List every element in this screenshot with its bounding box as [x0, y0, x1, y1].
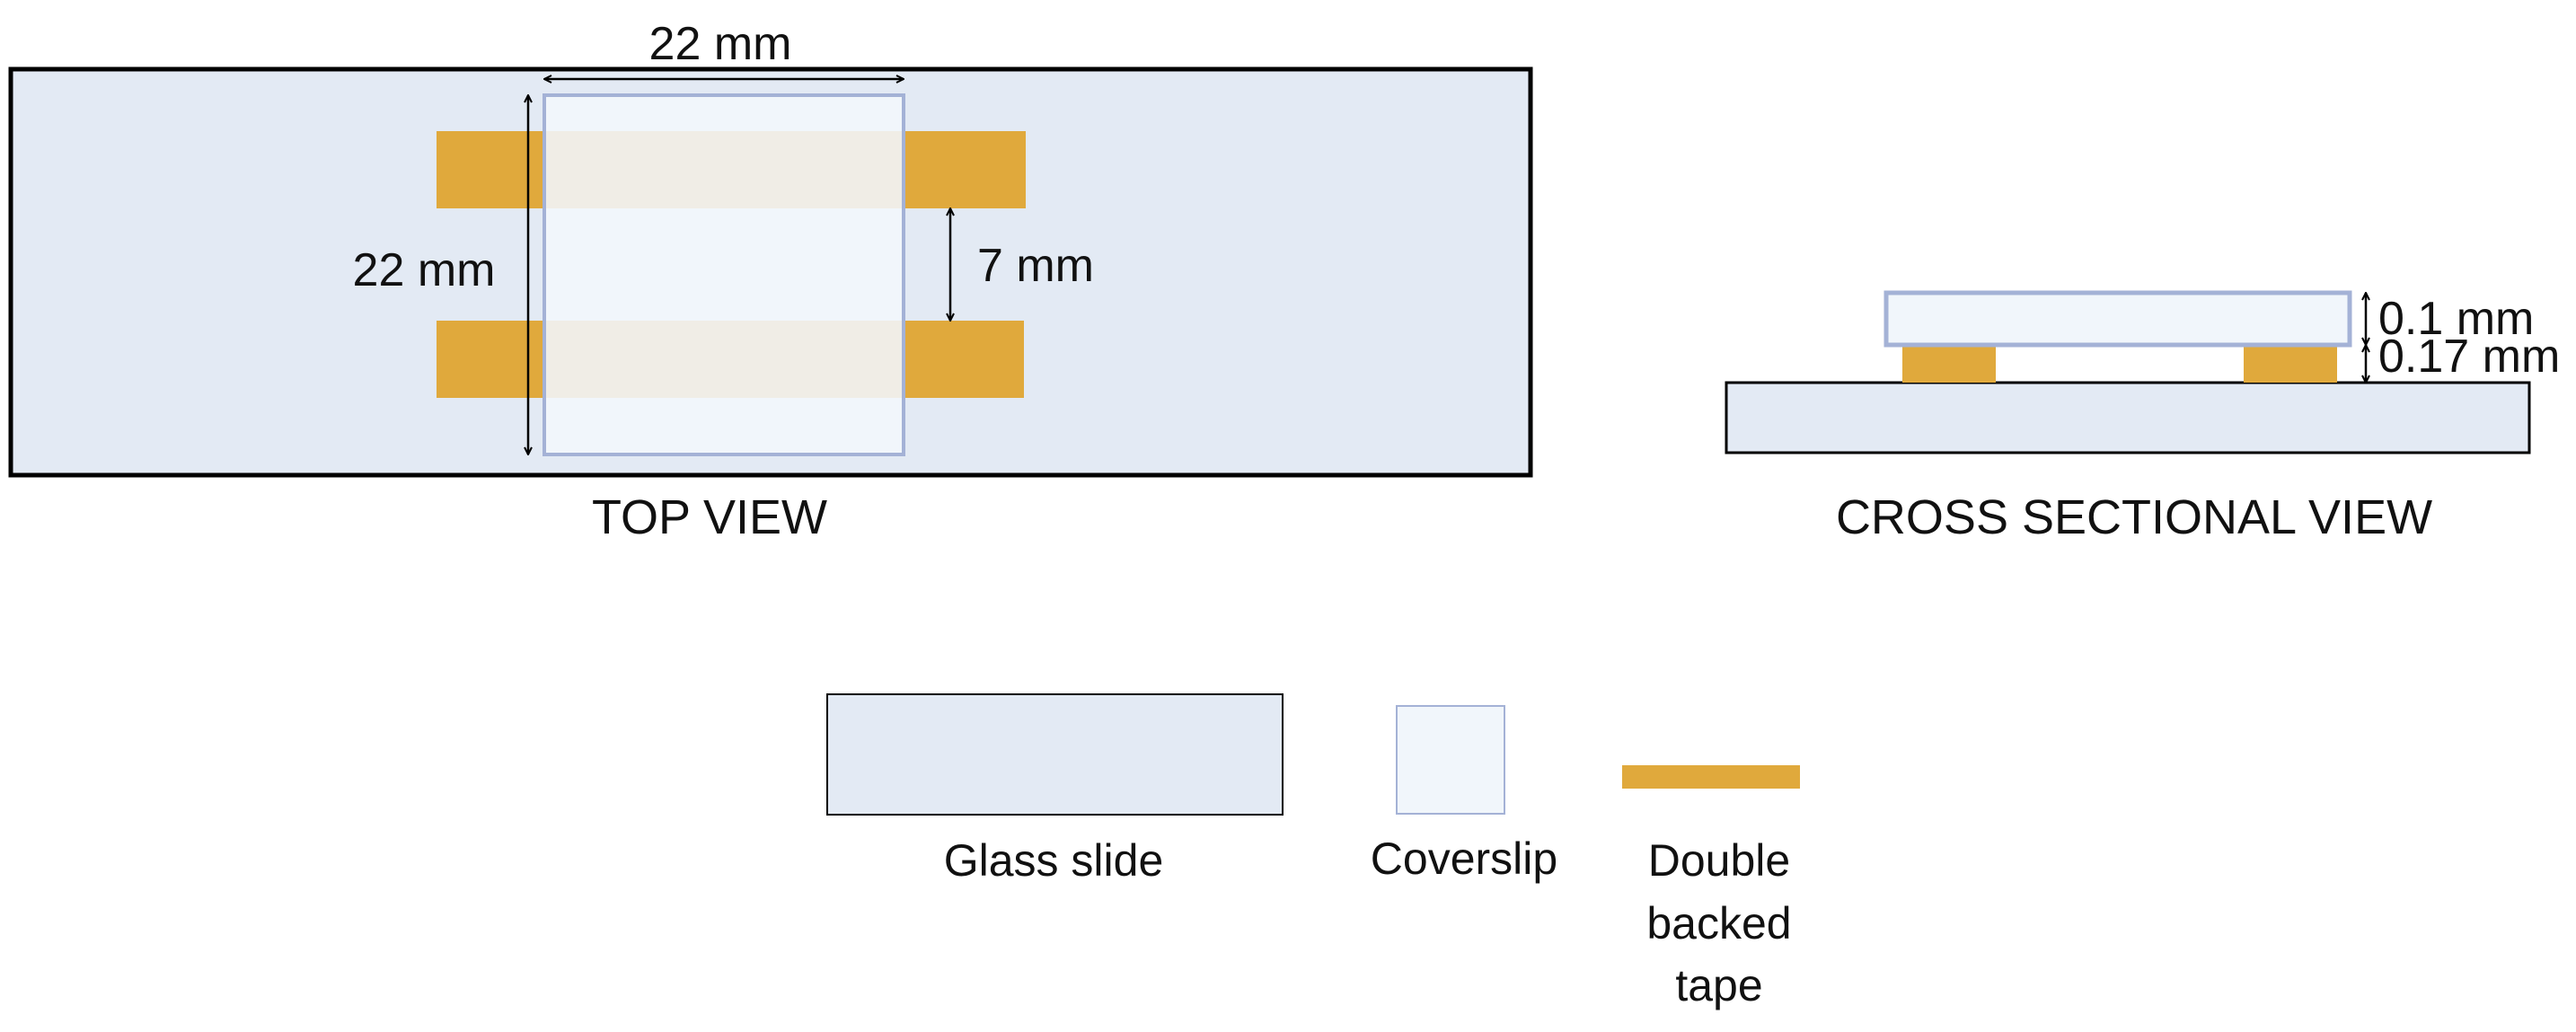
- legend-glass-slide-label: Glass slide: [944, 835, 1164, 886]
- cross-coverslip: [1883, 290, 2352, 348]
- top-tape-lower-right: [904, 321, 1024, 398]
- cross-section-view: 0.1 mm 0.17 mm CROSS SECTIONAL VIEW: [1725, 290, 2560, 544]
- top-tape-under-coverslip-upper: [546, 131, 902, 208]
- legend-coverslip-swatch: [1396, 705, 1505, 815]
- top-view: 22 mm 22 mm 7 mm TOP VIEW: [8, 18, 1533, 544]
- legend-glass-slide-swatch: [826, 693, 1284, 816]
- height-dimension-label: 22 mm: [353, 244, 496, 296]
- cross-tape-left: [1902, 345, 1996, 383]
- gap-dimension-label: 7 mm: [977, 240, 1094, 292]
- top-tape-under-coverslip-lower: [546, 321, 902, 398]
- width-dimension-label: 22 mm: [649, 18, 792, 70]
- legend-tape-label-line3: tape: [1675, 960, 1762, 1010]
- legend-tape-swatch: [1622, 765, 1800, 789]
- legend-tape-label-line2: backed: [1646, 898, 1791, 948]
- cross-section-caption: CROSS SECTIONAL VIEW: [1836, 490, 2432, 544]
- coverslip-thickness-label: 0.1 mm: [2378, 293, 2534, 345]
- legend-tape-label-line1: Double: [1648, 835, 1790, 886]
- legend-coverslip-label: Coverslip: [1371, 834, 1557, 884]
- top-view-caption: TOP VIEW: [592, 490, 827, 544]
- legend: Glass slide Coverslip Double backed tape: [826, 693, 1800, 1010]
- tape-thickness-label: 0.17 mm: [2378, 331, 2560, 383]
- cross-tape-right: [2244, 345, 2337, 383]
- top-tape-upper-right: [904, 131, 1026, 208]
- cross-glass-slide: [1725, 381, 2531, 454]
